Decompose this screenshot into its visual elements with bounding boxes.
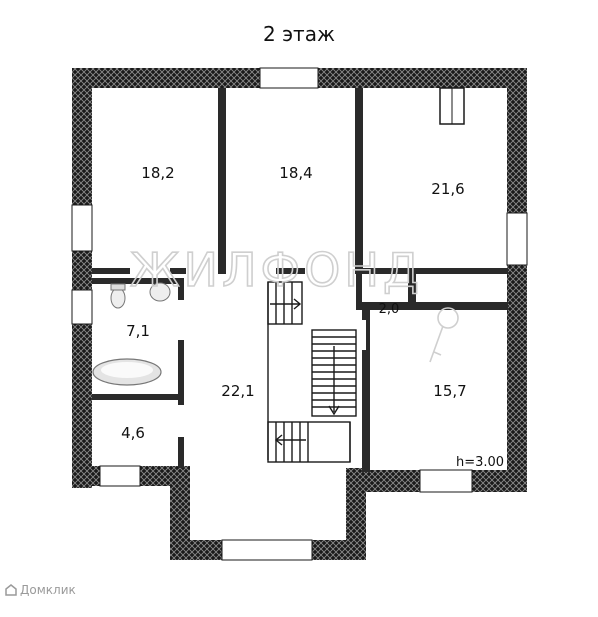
room-area-18-4: 18,4 (279, 164, 312, 182)
ceiling-height-label: h=3.00 (456, 455, 504, 470)
domclick-logo-icon (5, 584, 17, 596)
room-area-18-2: 18,2 (141, 164, 174, 182)
staircase (267, 281, 357, 463)
watermark-key-icon (429, 307, 459, 363)
room-area-15-7: 15,7 (433, 382, 466, 400)
toilet-icon (110, 287, 126, 309)
room-area-2-0: 2,0 (379, 302, 400, 317)
room-area-22-1: 22,1 (221, 382, 254, 400)
watermark-text: ЖИЛФОНД (130, 243, 423, 297)
door-openings (130, 266, 366, 437)
bathroom-fixtures (92, 282, 171, 386)
brand-watermark: Домклик (20, 583, 76, 597)
interior-walls (92, 88, 508, 472)
sink-icon (149, 282, 171, 302)
room-area-21-6: 21,6 (431, 180, 464, 198)
floor-title: 2 этаж (263, 22, 335, 46)
exterior-walls (72, 68, 527, 560)
room-area-7-1: 7,1 (126, 322, 150, 340)
windows (71, 67, 528, 561)
room-area-4-6: 4,6 (121, 424, 145, 442)
